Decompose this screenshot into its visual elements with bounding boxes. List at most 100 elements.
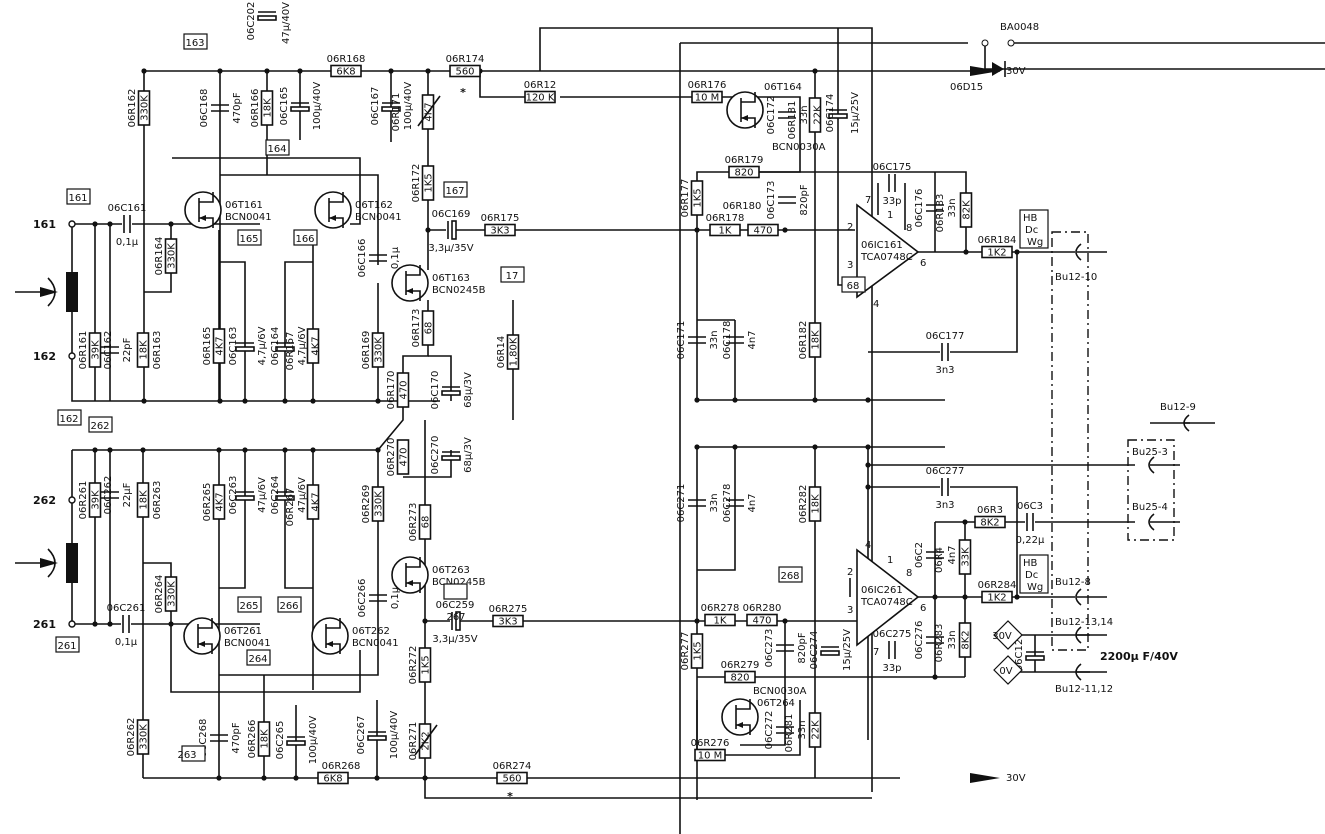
component-ref: 06R277 <box>680 632 691 671</box>
component-value: 33K <box>961 547 972 567</box>
net-label: 267 <box>446 612 465 623</box>
component-value: 68 <box>421 516 432 529</box>
capacitor-plate <box>1025 655 1045 661</box>
resistor-body <box>164 238 178 274</box>
component-06c3 <box>1025 513 1035 531</box>
socket-icon <box>1148 456 1155 474</box>
component-06c178 <box>726 336 744 344</box>
resistor-body <box>212 328 226 364</box>
resistor-body <box>694 748 726 762</box>
opamp-type: TCA0748C <box>860 252 913 263</box>
arrow-head-icon <box>40 558 58 568</box>
net-label-box <box>841 276 866 293</box>
component-value: 0,22µ <box>1016 535 1045 546</box>
component-06r273 <box>418 504 432 540</box>
transistor-arrow <box>406 288 413 294</box>
junction-dot <box>217 68 223 74</box>
component-value: 18K <box>263 98 274 118</box>
resistor-body <box>690 180 704 216</box>
wire <box>696 700 801 756</box>
supply-label: 30V <box>1006 66 1026 77</box>
component-06r169 <box>371 332 385 368</box>
resistor-body <box>449 64 481 78</box>
component-ref: 06C167 <box>370 87 381 126</box>
capacitor-plate <box>286 740 306 746</box>
junction-dot <box>293 775 299 781</box>
wire <box>424 420 872 799</box>
star-mark: * <box>507 790 513 803</box>
resistor-body <box>724 670 756 684</box>
component-value: 33p <box>882 196 901 207</box>
transistor-symbol <box>183 617 221 655</box>
component-value: 18K <box>811 330 822 350</box>
junction-dot <box>282 398 288 404</box>
component-ref: 06R180 <box>723 201 762 212</box>
component-value: 100µ/40V <box>308 716 319 765</box>
component-ref: 06R264 <box>154 575 165 614</box>
component-06r166 <box>260 90 274 126</box>
junction-dot <box>962 594 968 600</box>
component-value: 1K5 <box>693 641 704 660</box>
component-value: 100µ/40V <box>403 82 414 131</box>
opamp-triangle <box>856 548 920 647</box>
component-06c161 <box>122 215 132 233</box>
component-ref: 06R263 <box>152 481 163 520</box>
component-06r276 <box>694 748 726 762</box>
terminal-label: 261 <box>33 618 56 631</box>
component-06c261 <box>121 615 131 633</box>
net-label-box <box>237 596 262 613</box>
resistor-body <box>808 322 822 358</box>
resistor-body <box>709 223 741 237</box>
component-ref: 06C261 <box>107 603 146 614</box>
wire <box>984 43 1325 70</box>
component-value: 22K <box>813 105 824 125</box>
component-06c174 <box>828 109 848 119</box>
component-ref: 06R179 <box>725 155 764 166</box>
component-06r176 <box>691 90 723 104</box>
opamp-pin-label: 1 <box>887 210 893 221</box>
component-ref: 06R173 <box>411 309 422 348</box>
component-06c263 <box>235 491 255 501</box>
wire <box>539 27 873 792</box>
component-value: 33n <box>799 105 810 124</box>
transistor-arrow <box>406 580 413 586</box>
component-value: 100µ/40V <box>312 82 323 131</box>
component-ref: 06C278 <box>722 484 733 523</box>
resistor-body <box>88 332 102 368</box>
junction-dot <box>141 398 147 404</box>
component-ref: 06C178 <box>722 321 733 360</box>
component-ref: 06R271 <box>408 722 419 761</box>
transistor-arrow <box>199 215 206 221</box>
component-ref: 06R276 <box>691 738 730 749</box>
component-ref: 06R278 <box>701 603 740 614</box>
component-ref: 06C164 <box>270 327 281 366</box>
component-ref: 06C259 <box>436 600 475 611</box>
component-value: 18K <box>139 490 150 510</box>
component-06c168 <box>211 104 229 112</box>
transistor-06t164 <box>726 91 764 129</box>
transistor-type: BCN0041 <box>225 212 272 223</box>
component-06r280 <box>746 613 778 627</box>
junction-dot <box>92 221 98 227</box>
junction-dot <box>310 398 316 404</box>
component-value: 470 <box>752 616 771 627</box>
component-ref: 06C162 <box>103 331 114 370</box>
component-ref: 06R165 <box>202 327 213 366</box>
component-06c278 <box>726 499 744 507</box>
net-label: 164 <box>267 144 286 155</box>
component-06c262 <box>101 491 119 499</box>
component-ref: 06C262 <box>103 476 114 515</box>
component-ref: 06C161 <box>108 203 147 214</box>
component-ref: 06R266 <box>247 720 258 759</box>
component-value: 0,1µ <box>390 246 401 269</box>
component-ref: 06R261 <box>78 481 89 520</box>
opamp-pin-label: 8 <box>906 568 912 579</box>
wire <box>740 621 786 746</box>
resistor-body <box>704 613 736 627</box>
component-06r264 <box>164 576 178 612</box>
supply-label: 30V <box>1006 773 1026 784</box>
opamp-pin-label: 1 <box>887 555 893 566</box>
transistor-drain <box>199 192 214 203</box>
component-value: 1K5 <box>693 188 704 207</box>
component-06r174 <box>449 64 481 78</box>
